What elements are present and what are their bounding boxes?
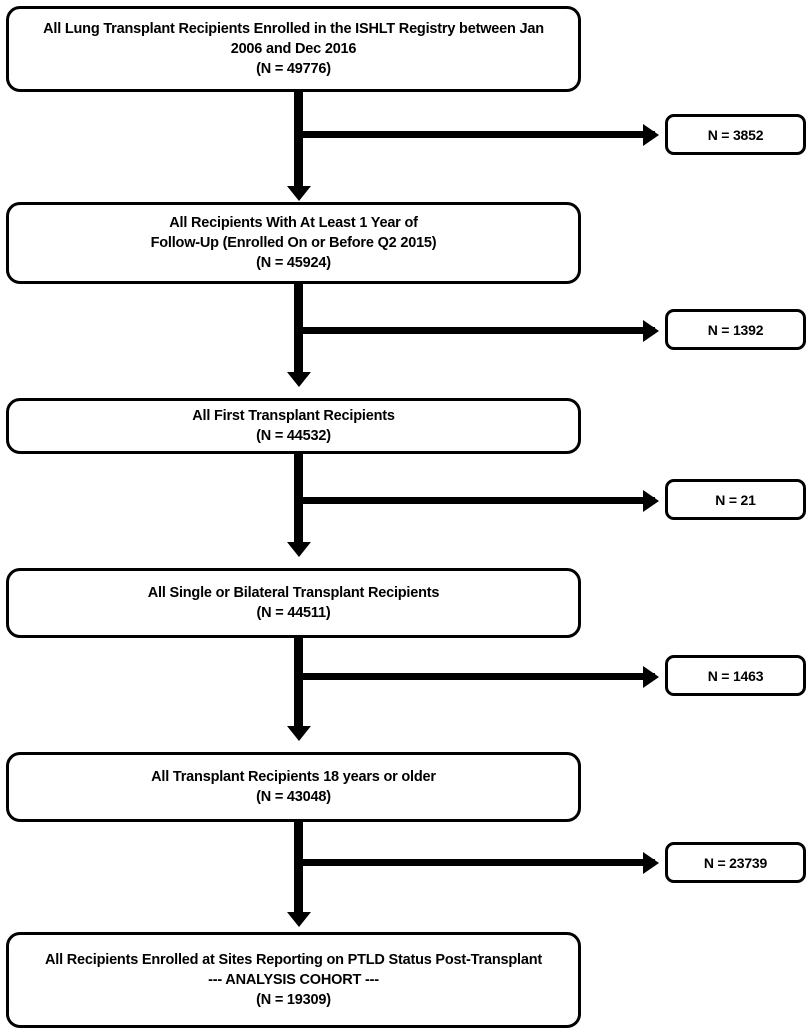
flow-step-3-line-2: (N = 44532) xyxy=(256,428,331,444)
flow-step-2-line-1: All Recipients With At Least 1 Year of xyxy=(169,215,418,231)
flow-step-box-5: All Transplant Recipients 18 years or ol… xyxy=(6,752,581,822)
branch-connector-1 xyxy=(294,131,655,138)
exclusion-1-label: N = 3852 xyxy=(707,126,764,143)
exclusion-box-2: N = 1392 xyxy=(665,309,806,350)
flow-step-5-line-1: All Transplant Recipients 18 years or ol… xyxy=(151,769,436,785)
flow-step-box-2: All Recipients With At Least 1 Year of F… xyxy=(6,202,581,284)
flow-step-6-line-3: (N = 19309) xyxy=(256,992,331,1008)
flow-step-6-line-1: All Recipients Enrolled at Sites Reporti… xyxy=(45,952,542,968)
exclusion-2-label: N = 1392 xyxy=(707,321,764,338)
flow-step-box-6: All Recipients Enrolled at Sites Reporti… xyxy=(6,932,581,1028)
flow-step-2-line-2: Follow-Up (Enrolled On or Before Q2 2015… xyxy=(150,235,437,251)
flow-step-1-line-1: All Lung Transplant Recipients Enrolled … xyxy=(43,21,544,57)
exclusion-5-label: N = 23739 xyxy=(703,854,768,871)
branch-arrowhead-2 xyxy=(643,319,659,342)
down-arrowhead-3 xyxy=(286,542,311,557)
branch-arrowhead-3 xyxy=(643,489,659,512)
exclusion-box-5: N = 23739 xyxy=(665,842,806,883)
branch-connector-5 xyxy=(294,859,655,866)
branch-connector-3 xyxy=(294,497,655,504)
exclusion-3-label: N = 21 xyxy=(715,491,756,508)
flow-step-3-line-1: All First Transplant Recipients xyxy=(192,408,395,424)
down-arrowhead-4 xyxy=(286,726,311,741)
branch-connector-4 xyxy=(294,673,655,680)
flow-step-box-4: All Single or Bilateral Transplant Recip… xyxy=(6,568,581,638)
flow-step-box-3: All First Transplant Recipients (N = 445… xyxy=(6,398,581,454)
vertical-connector-1 xyxy=(294,92,303,188)
down-arrowhead-1 xyxy=(286,186,311,201)
down-arrowhead-5 xyxy=(286,912,311,927)
exclusion-box-1: N = 3852 xyxy=(665,114,806,155)
branch-connector-2 xyxy=(294,327,655,334)
exclusion-box-3: N = 21 xyxy=(665,479,806,520)
flow-step-5-line-2: (N = 43048) xyxy=(256,789,331,805)
flow-step-4-line-2: (N = 44511) xyxy=(256,605,331,621)
flow-step-6-line-2: --- ANALYSIS COHORT --- xyxy=(208,972,379,988)
branch-arrowhead-5 xyxy=(643,851,659,874)
vertical-connector-5 xyxy=(294,822,303,914)
branch-arrowhead-4 xyxy=(643,665,659,688)
branch-arrowhead-1 xyxy=(643,123,659,146)
flow-step-4-line-1: All Single or Bilateral Transplant Recip… xyxy=(147,585,440,601)
flow-step-1-line-2: (N = 49776) xyxy=(256,61,331,77)
exclusion-4-label: N = 1463 xyxy=(707,667,764,684)
vertical-connector-4 xyxy=(294,638,303,728)
down-arrowhead-2 xyxy=(286,372,311,387)
exclusion-box-4: N = 1463 xyxy=(665,655,806,696)
flow-step-2-line-3: (N = 45924) xyxy=(256,255,331,271)
flow-step-box-1: All Lung Transplant Recipients Enrolled … xyxy=(6,6,581,92)
